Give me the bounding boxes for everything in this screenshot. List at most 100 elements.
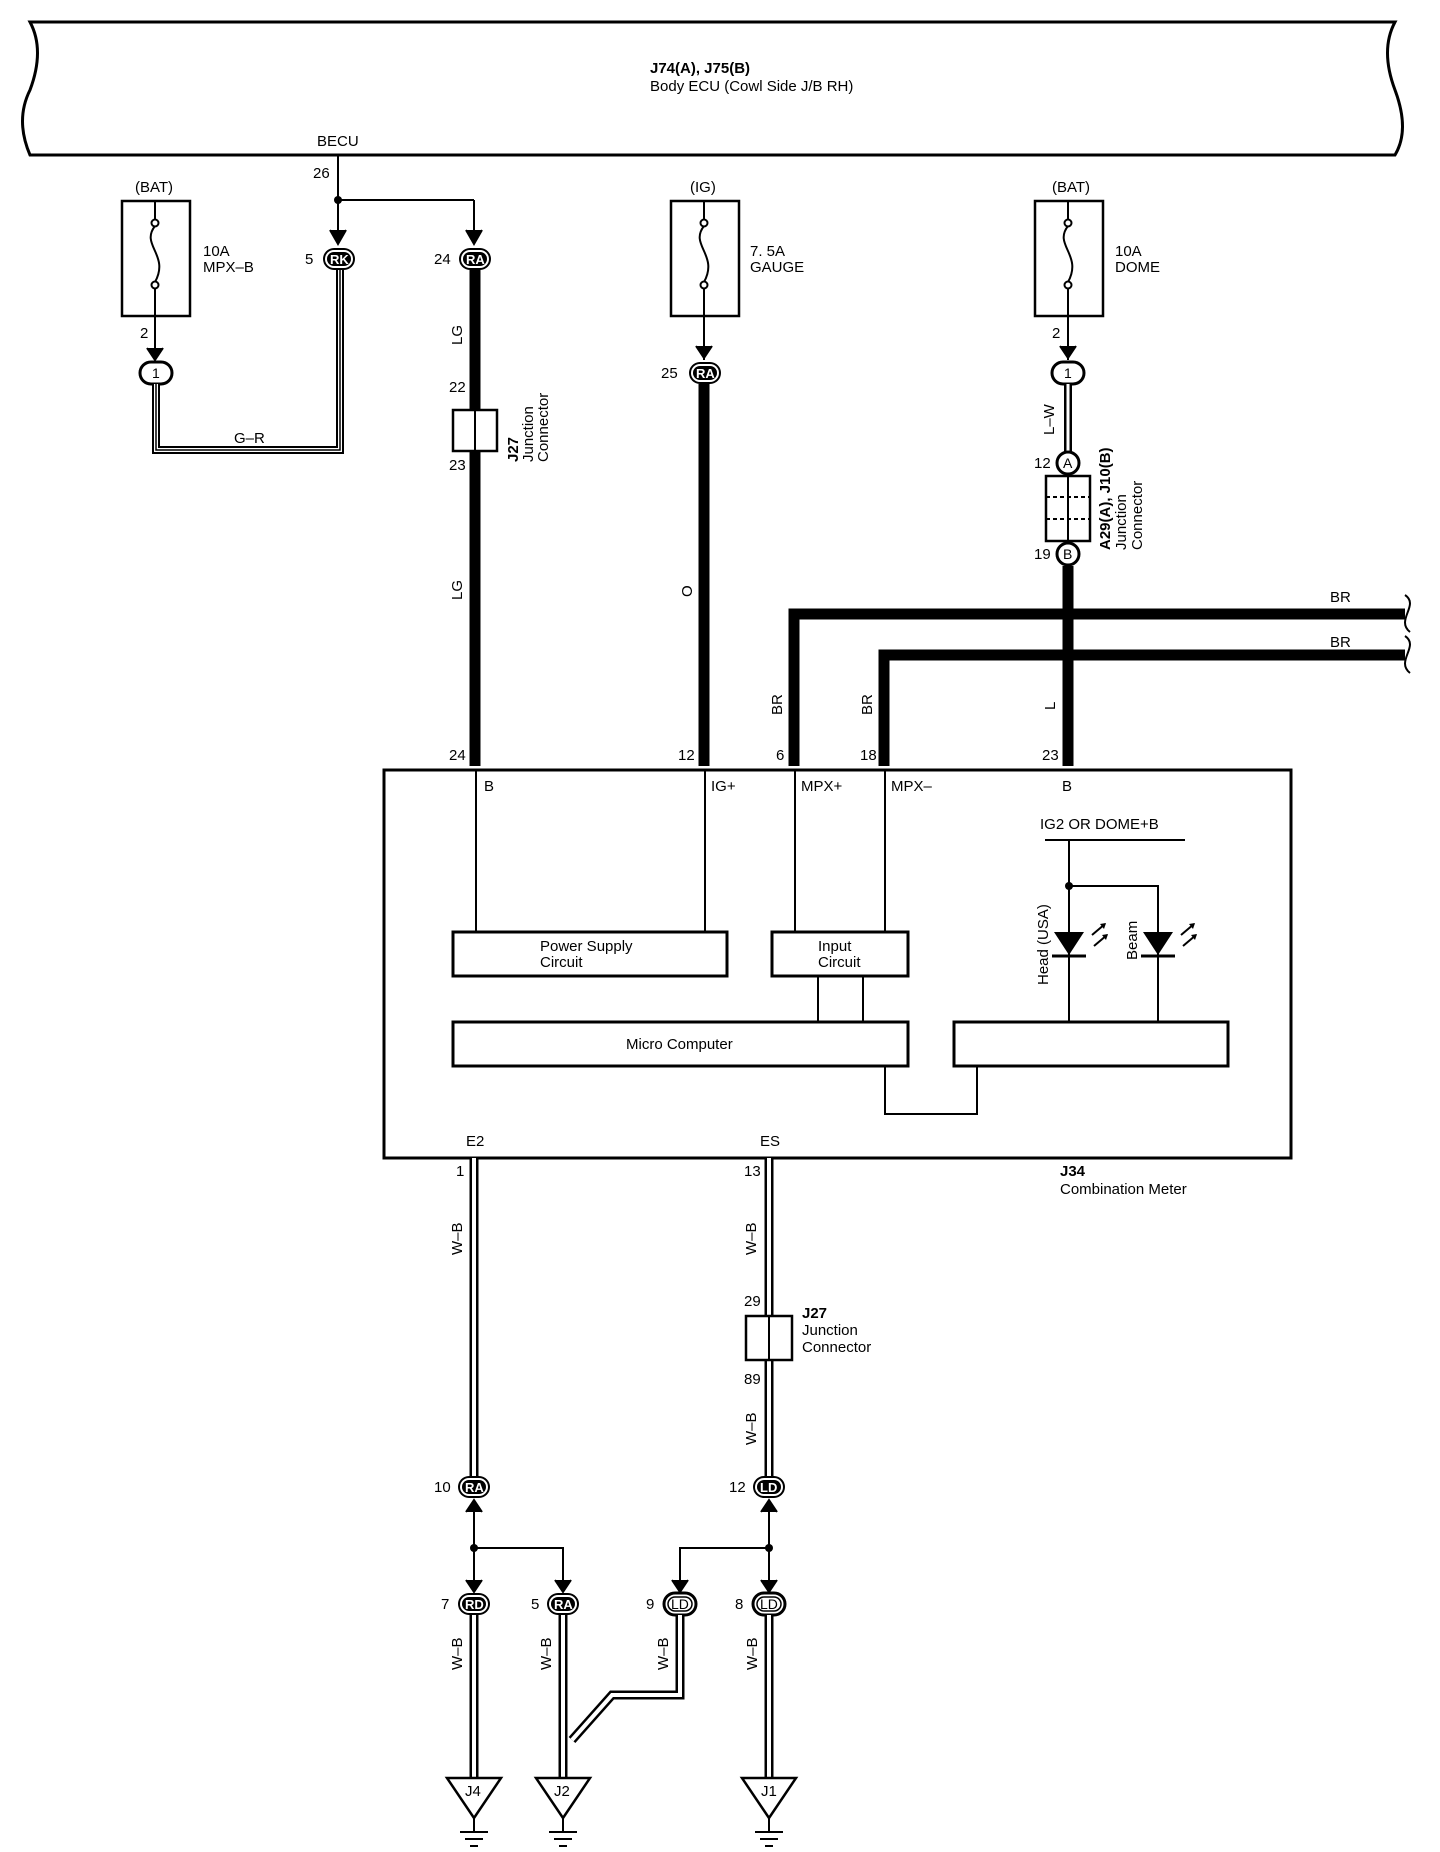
svg-text:(BAT): (BAT) — [1052, 179, 1090, 196]
svg-text:W–B: W–B — [743, 1412, 760, 1445]
becu-pin: 26 — [313, 165, 330, 182]
wire-g-r: G–R — [152, 270, 344, 454]
svg-text:Junction: Junction — [1113, 494, 1130, 550]
wire-lg: LG LG — [449, 270, 481, 766]
svg-text:J27: J27 — [802, 1305, 827, 1322]
svg-text:29: 29 — [744, 1293, 761, 1310]
svg-text:GAUGE: GAUGE — [750, 259, 804, 276]
svg-text:Head (USA): Head (USA) — [1035, 904, 1052, 985]
svg-text:J1: J1 — [761, 1783, 777, 1800]
connector-ld12: LD 12 — [729, 1476, 785, 1513]
svg-text:J27: J27 — [505, 437, 522, 462]
ground-j4-icon: J4 — [444, 1776, 504, 1847]
fuse-dome: (BAT) 10A DOME 2 — [1033, 179, 1160, 360]
meter-pin-6: 6 — [776, 747, 784, 764]
ground-j2-icon: J2 — [533, 1776, 593, 1847]
becu-wire-tree — [334, 155, 475, 240]
svg-text:8: 8 — [735, 1596, 743, 1613]
ra24-pin: 24 — [434, 251, 451, 268]
svg-text:89: 89 — [744, 1371, 761, 1388]
ground-splits — [465, 1512, 778, 1594]
svg-text:J4: J4 — [465, 1783, 481, 1800]
meter-pin-12: 12 — [678, 747, 695, 764]
svg-text:10A: 10A — [1115, 243, 1142, 260]
svg-text:Power Supply: Power Supply — [540, 938, 633, 955]
wire-lg-bot-label: LG — [449, 580, 466, 600]
wire-l: L — [1042, 566, 1074, 766]
svg-text:13: 13 — [744, 1163, 761, 1180]
meter-label-mpxm: MPX– — [891, 778, 933, 795]
meter-pin-18: 18 — [860, 747, 877, 764]
svg-text:(IG): (IG) — [690, 179, 716, 196]
svg-text:Circuit: Circuit — [540, 954, 583, 971]
svg-text:2: 2 — [1052, 325, 1060, 342]
led-head-icon — [1052, 923, 1108, 958]
ground-j1-icon: J1 — [739, 1776, 799, 1847]
svg-text:ES: ES — [760, 1133, 780, 1150]
svg-text:Beam: Beam — [1124, 921, 1141, 960]
svg-text:BR: BR — [1330, 589, 1351, 606]
meter-name: J34 — [1060, 1163, 1086, 1180]
connector-ld8: LD 8 — [735, 1591, 787, 1617]
body-ecu-subtitle: Body ECU (Cowl Side J/B RH) — [650, 78, 853, 95]
svg-text:Junction: Junction — [520, 406, 537, 462]
svg-text:A: A — [1063, 455, 1073, 471]
svg-text:L–W: L–W — [1041, 403, 1058, 435]
svg-text:10: 10 — [434, 1479, 451, 1496]
connector-1-left: 1 — [138, 360, 174, 386]
svg-text:19: 19 — [1034, 546, 1051, 563]
svg-text:Connector: Connector — [535, 393, 552, 462]
svg-text:O: O — [679, 585, 696, 597]
body-ecu-block: J74(A), J75(B) Body ECU (Cowl Side J/B R… — [21, 20, 1404, 182]
svg-text:12: 12 — [729, 1479, 746, 1496]
connector-a12: A 12 — [1034, 450, 1081, 476]
svg-text:LD: LD — [671, 1596, 689, 1612]
svg-text:Connector: Connector — [1129, 481, 1146, 550]
meter-label-ig: IG+ — [711, 778, 736, 795]
svg-text:7: 7 — [441, 1596, 449, 1613]
connector-ra5: RA 5 — [531, 1593, 579, 1615]
connector-rk5: RK 5 — [305, 229, 355, 270]
meter-label-b2: B — [1062, 778, 1072, 795]
svg-text:Input: Input — [818, 938, 852, 955]
svg-text:RA: RA — [465, 1480, 484, 1495]
svg-text:9: 9 — [646, 1596, 654, 1613]
svg-text:W–B: W–B — [744, 1637, 761, 1670]
svg-text:Connector: Connector — [802, 1339, 871, 1356]
svg-text:E2: E2 — [466, 1133, 484, 1150]
svg-text:RD: RD — [465, 1597, 484, 1612]
svg-text:RA: RA — [466, 252, 485, 267]
svg-text:BR: BR — [769, 694, 786, 715]
rk5-pin: 5 — [305, 251, 313, 268]
fuse-mpxb-source: (BAT) — [135, 179, 173, 196]
connector-b19: B 19 — [1034, 541, 1081, 567]
fuse-mpxb-rating: 10A — [203, 243, 230, 260]
wire-l-w: L–W — [1041, 384, 1072, 452]
connector-1-right: 1 — [1050, 360, 1086, 386]
connector-ra10: RA 10 — [434, 1476, 490, 1513]
wire-br: BR BR BR BR — [769, 589, 1411, 766]
svg-text:25: 25 — [661, 365, 678, 382]
svg-text:1: 1 — [1064, 365, 1072, 381]
svg-text:IG2 OR DOME+B: IG2 OR DOME+B — [1040, 816, 1159, 833]
combination-meter: 24 B 12 IG+ 6 MPX+ 18 MPX– 23 B Power Su… — [382, 747, 1293, 1198]
svg-text:RA: RA — [696, 366, 715, 381]
svg-text:Junction: Junction — [802, 1322, 858, 1339]
svg-text:23: 23 — [449, 457, 466, 474]
svg-text:12: 12 — [1034, 455, 1051, 472]
meter-pin-24: 24 — [449, 747, 466, 764]
svg-text:A29(A), J10(B): A29(A), J10(B) — [1097, 447, 1114, 550]
svg-text:1: 1 — [152, 365, 160, 381]
svg-text:7. 5A: 7. 5A — [750, 243, 785, 260]
meter-pin-23: 23 — [1042, 747, 1059, 764]
fuse-mpx-b: (BAT) 10A MPX–B 2 — [120, 179, 254, 362]
svg-text:W–B: W–B — [449, 1637, 466, 1670]
svg-text:BR: BR — [859, 694, 876, 715]
meter-subtitle: Combination Meter — [1060, 1181, 1187, 1198]
fuse-mpxb-outpin: 2 — [140, 325, 148, 342]
svg-text:DOME: DOME — [1115, 259, 1160, 276]
svg-text:L: L — [1042, 702, 1059, 710]
body-ecu-title: J74(A), J75(B) — [650, 60, 750, 77]
connector-rd7: RD 7 — [441, 1593, 490, 1615]
lower-ground-wires: W–B W–B W–B W–B — [449, 1615, 774, 1778]
